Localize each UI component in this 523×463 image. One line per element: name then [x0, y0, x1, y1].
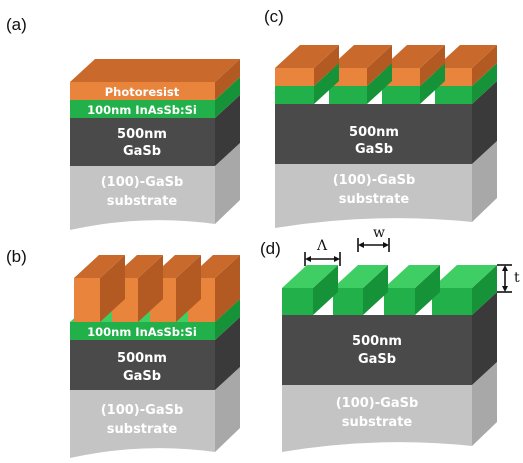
panel-b-film-front	[70, 322, 215, 340]
panel-c-substrate-front	[275, 164, 472, 228]
panel-d-ridge	[384, 265, 440, 315]
panel-a-substrate-front	[70, 166, 215, 230]
panel-b-label: (b)	[6, 247, 27, 266]
panel-b-substrate-front	[70, 390, 215, 458]
panel-c-buffer-front	[275, 104, 472, 164]
panel-c-ridge	[275, 45, 339, 104]
panel-b-substrate-side	[215, 367, 240, 452]
width-dimension	[357, 238, 390, 252]
panel-a-label: (a)	[6, 15, 27, 34]
panel-d-buffer-front	[282, 315, 472, 385]
panel-b-buffer-material: GaSb	[123, 369, 161, 384]
panel-a-buffer-front	[70, 118, 215, 166]
panel-c-buffer-side	[472, 81, 497, 164]
panel-a-buffer-side	[215, 95, 240, 166]
panel-a-photoresist-side	[215, 59, 240, 100]
panel-a-photoresist-front	[70, 82, 215, 100]
panel-b-buffer-front	[70, 340, 215, 390]
panel-a-film-label: 100nm InAsSb:Si	[87, 103, 197, 117]
panel-d-ridge	[432, 265, 497, 315]
panel-d-buffer-material: GaSb	[358, 352, 396, 367]
width-label: w	[373, 225, 385, 241]
panel-d-label: (d)	[260, 239, 281, 258]
panel-c-substrate-material: (100)-GaSb	[333, 173, 416, 188]
period-label: Λ	[316, 238, 328, 254]
panel-a-buffer-material: GaSb	[123, 144, 161, 159]
panel-c-ridge	[329, 45, 392, 104]
thickness-dimension	[497, 264, 512, 293]
panel-a-film-side	[215, 77, 240, 118]
panel-b: (b) 100nm In	[6, 247, 240, 458]
panel-d-buffer-thickness: 500nm	[352, 334, 402, 349]
panel-a-photoresist-label: Photoresist	[105, 85, 180, 99]
panel-d-ridge	[282, 265, 338, 315]
panel-d: (d)	[260, 225, 520, 452]
panel-b-film-label: 100nm InAsSb:Si	[87, 325, 197, 339]
panel-b-substrate-label: substrate	[107, 422, 178, 437]
panel-a-substrate-side	[215, 143, 240, 224]
panel-a-substrate-material: (100)-GaSb	[101, 175, 184, 190]
period-dimension	[304, 252, 341, 266]
panel-c-substrate-label: substrate	[339, 192, 410, 207]
panel-c-buffer-thickness: 500nm	[349, 125, 399, 140]
panel-a-photoresist-top	[70, 59, 240, 82]
panel-a-buffer-thickness: 500nm	[117, 127, 167, 142]
panel-c-buffer-material: GaSb	[355, 142, 393, 157]
panel-b-film-side	[215, 299, 240, 340]
panel-b-buffer-thickness: 500nm	[117, 351, 167, 366]
panel-d-substrate-side	[472, 362, 497, 446]
panel-d-substrate-material: (100)-GaSb	[336, 396, 419, 411]
panel-c-label: (c)	[264, 7, 284, 26]
panel-c: (c)	[264, 7, 497, 228]
panel-a: (a) Photoresist 100nm InAsSb:Si 500nm Ga…	[6, 15, 240, 230]
panel-d-substrate-label: substrate	[342, 415, 413, 430]
panel-d-substrate-front	[282, 385, 472, 452]
panel-d-ridge	[333, 265, 388, 315]
panel-c-substrate-side	[472, 141, 497, 222]
panel-d-buffer-side	[472, 292, 497, 385]
panel-b-buffer-side	[215, 317, 240, 390]
panel-b-photoresist-ridge	[74, 255, 125, 322]
panel-a-film-front	[70, 100, 215, 118]
panel-b-substrate-material: (100)-GaSb	[101, 403, 184, 418]
panel-a-substrate-label: substrate	[107, 194, 178, 209]
thickness-label: t	[514, 270, 520, 286]
